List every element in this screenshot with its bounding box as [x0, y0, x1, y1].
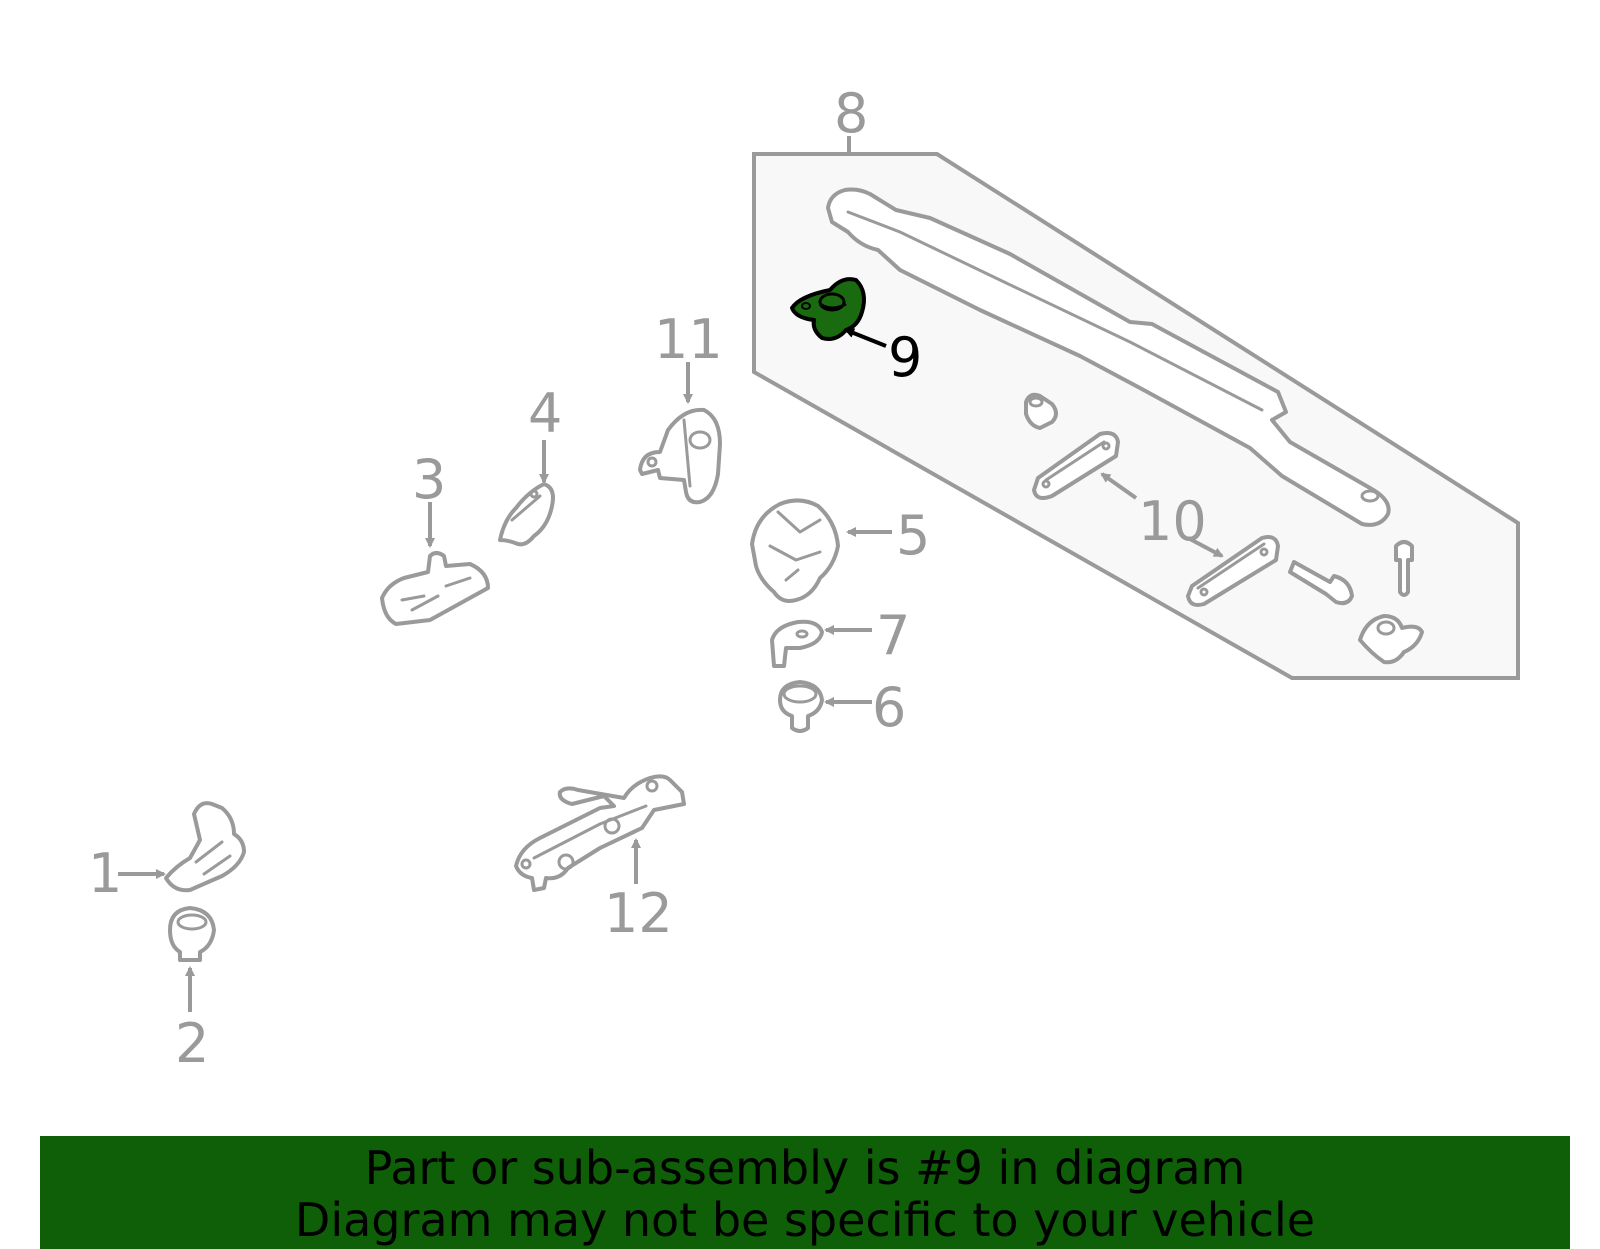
callout-9-arrow: [844, 328, 887, 348]
callout-1: 1: [88, 842, 122, 905]
bolt-part: [1288, 560, 1354, 606]
part-7-bracket: [770, 619, 824, 668]
callout-9: 9: [888, 326, 922, 389]
part-1-bracket: [164, 801, 246, 893]
stud-part: [1394, 540, 1414, 597]
info-banner: Part or sub-assembly is #9 in diagram Di…: [40, 1136, 1570, 1249]
callout-7: 7: [876, 604, 910, 667]
callout-2: 2: [175, 1012, 209, 1075]
callout-4: 4: [528, 382, 562, 445]
callout-5: 5: [896, 504, 930, 567]
clip-part: [1024, 392, 1058, 430]
callout-10-arrow-b: [1187, 536, 1224, 558]
part-11-mount: [638, 407, 722, 505]
part-4-bracket: [498, 482, 555, 547]
callout-11: 11: [654, 308, 723, 371]
part-12-torque-rod: [514, 774, 686, 892]
part-10-bracket-lower: [1186, 535, 1280, 607]
callout-6: 6: [872, 676, 906, 739]
part-5-mount: [750, 498, 840, 603]
callout-12: 12: [604, 882, 673, 945]
part-2-mount: [168, 906, 216, 962]
small-mount-part: [1358, 614, 1424, 665]
callout-8: 8: [834, 82, 868, 145]
part-3-bracket: [380, 551, 490, 626]
part-6-bushing: [778, 680, 824, 733]
banner-line-1: Part or sub-assembly is #9 in diagram: [364, 1141, 1246, 1195]
part-10-bracket-upper: [1032, 431, 1120, 500]
crossmember-part: [826, 187, 1391, 527]
part-9-mount-highlighted: [790, 277, 866, 341]
callout-10-arrow-a: [1100, 472, 1138, 500]
callout-3: 3: [412, 448, 446, 511]
callout-10: 10: [1138, 490, 1207, 553]
banner-line-2: Diagram may not be specific to your vehi…: [294, 1193, 1316, 1247]
